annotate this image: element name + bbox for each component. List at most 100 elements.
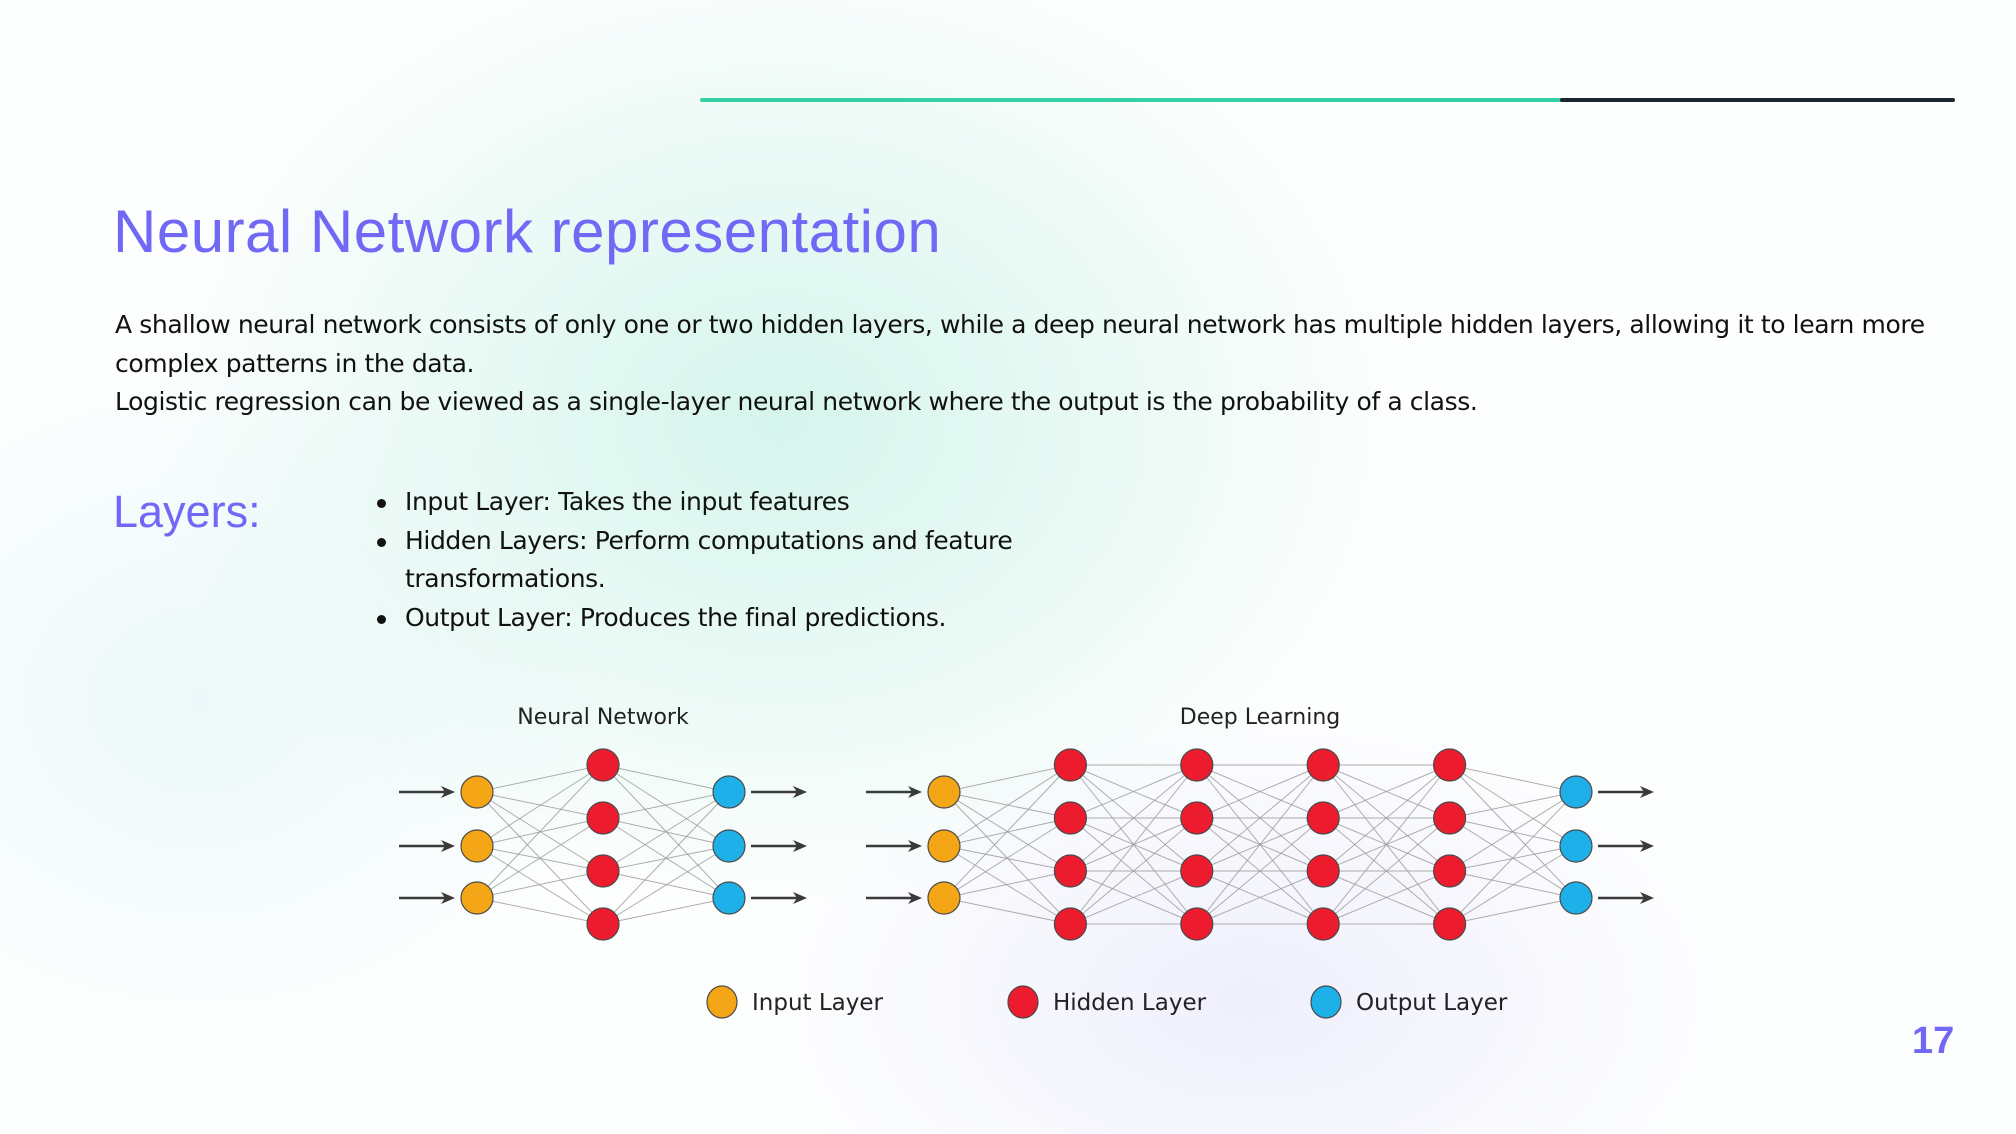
connection-edge [1070, 817, 1198, 925]
arrowhead-icon [908, 840, 922, 852]
connection-edge [943, 870, 1071, 899]
legend-input-swatch [706, 985, 738, 1019]
hidden-node [1053, 801, 1088, 835]
layers-heading: Layers: [113, 486, 261, 537]
arrowhead-icon [908, 892, 922, 904]
hidden-node [1306, 907, 1340, 941]
connection-edge [602, 764, 730, 793]
output-node [1559, 775, 1593, 809]
connection-edge [1449, 791, 1577, 925]
connection-edge [476, 764, 604, 899]
arrowhead-icon [793, 786, 807, 798]
connection-edge [476, 897, 604, 925]
connection-edge [1449, 764, 1577, 793]
bullet-item: Output Layer: Produces the final predict… [372, 599, 1132, 638]
connection-edge [1449, 791, 1577, 819]
connection-edge [1196, 764, 1324, 819]
output-node [1559, 829, 1593, 863]
progress-bar-dark [1560, 98, 1955, 102]
hidden-node [1306, 854, 1340, 888]
hidden-node [1180, 907, 1214, 941]
connection-edge [602, 897, 730, 925]
hidden-node [1432, 907, 1467, 941]
input-node [460, 829, 494, 863]
hidden-node [1432, 854, 1467, 888]
connection-edge [1070, 870, 1197, 925]
legend-output-label: Output Layer [1356, 990, 1508, 1016]
output-node [712, 775, 746, 809]
connection-edge [476, 764, 604, 847]
network-title: Neural Network [517, 705, 689, 730]
connection-edge [1322, 764, 1450, 925]
intro-paragraph: Logistic regression can be viewed as a s… [115, 387, 1478, 416]
hidden-node [1180, 801, 1214, 835]
connection-edge [1449, 791, 1577, 872]
arrowhead-icon [793, 892, 807, 904]
connection-edge [602, 791, 730, 872]
hidden-node [586, 748, 620, 782]
slide-title: Neural Network representation [113, 198, 942, 265]
connection-edge [1196, 764, 1324, 872]
connection-edge [1196, 764, 1324, 925]
input-node [927, 829, 961, 863]
connection-edge [476, 764, 604, 793]
hidden-node [1306, 801, 1340, 835]
arrowhead-icon [441, 786, 455, 798]
arrowhead-icon [1640, 892, 1654, 904]
arrowhead-icon [441, 840, 455, 852]
network-title: Deep Learning [1180, 705, 1340, 730]
arrowhead-icon [1640, 786, 1654, 798]
connection-edge [1322, 764, 1450, 872]
intro-paragraph: A shallow neural network consists of onl… [115, 310, 1925, 378]
bullet-item: Input Layer: Takes the input features [372, 483, 1132, 522]
connection-edge [476, 817, 604, 899]
input-node [927, 881, 961, 915]
layers-bullet-list: Input Layer: Takes the input features Hi… [372, 483, 1132, 637]
hidden-node [1053, 748, 1088, 782]
arrowhead-icon [1640, 840, 1654, 852]
connection-edge [1449, 845, 1577, 925]
connection-edge [1323, 764, 1450, 819]
hidden-node [1180, 748, 1214, 782]
hidden-node [1053, 907, 1088, 941]
hidden-node [1432, 801, 1467, 835]
legend-hidden-label: Hidden Layer [1053, 990, 1207, 1016]
connection-edge [1196, 817, 1324, 925]
hidden-node [586, 907, 620, 941]
bullet-item: Hidden Layers: Perform computations and … [372, 522, 1132, 599]
legend-output-swatch [1310, 985, 1342, 1019]
hidden-node [1306, 748, 1340, 782]
arrowhead-icon [441, 892, 455, 904]
legend-hidden-swatch [1007, 985, 1039, 1019]
connection-edge [1323, 870, 1450, 925]
page-number: 17 [1912, 1020, 1955, 1062]
output-node [712, 881, 746, 915]
connection-edge [602, 845, 730, 925]
connection-edge [1449, 897, 1577, 925]
input-node [927, 775, 961, 809]
output-node [712, 829, 746, 863]
arrowhead-icon [793, 840, 807, 852]
connection-edge [1070, 764, 1197, 819]
connection-edge [1322, 817, 1450, 925]
arrowhead-icon [908, 786, 922, 798]
connection-edge [1196, 870, 1324, 925]
input-node [460, 881, 494, 915]
intro-text: A shallow neural network consists of onl… [115, 306, 1965, 422]
connection-edge [602, 791, 730, 819]
output-node [1559, 881, 1593, 915]
connection-edge [602, 791, 730, 925]
hidden-node [1180, 854, 1214, 888]
progress-bar-teal [700, 98, 1564, 102]
hidden-node [1432, 748, 1467, 782]
hidden-node [586, 801, 620, 835]
legend-input-label: Input Layer [752, 990, 884, 1016]
connection-edge [943, 817, 1071, 899]
connection-edge [943, 897, 1071, 925]
connection-edge [476, 870, 604, 899]
connection-edge [1070, 764, 1198, 925]
connection-edge [943, 764, 1071, 899]
hidden-node [1053, 854, 1088, 888]
